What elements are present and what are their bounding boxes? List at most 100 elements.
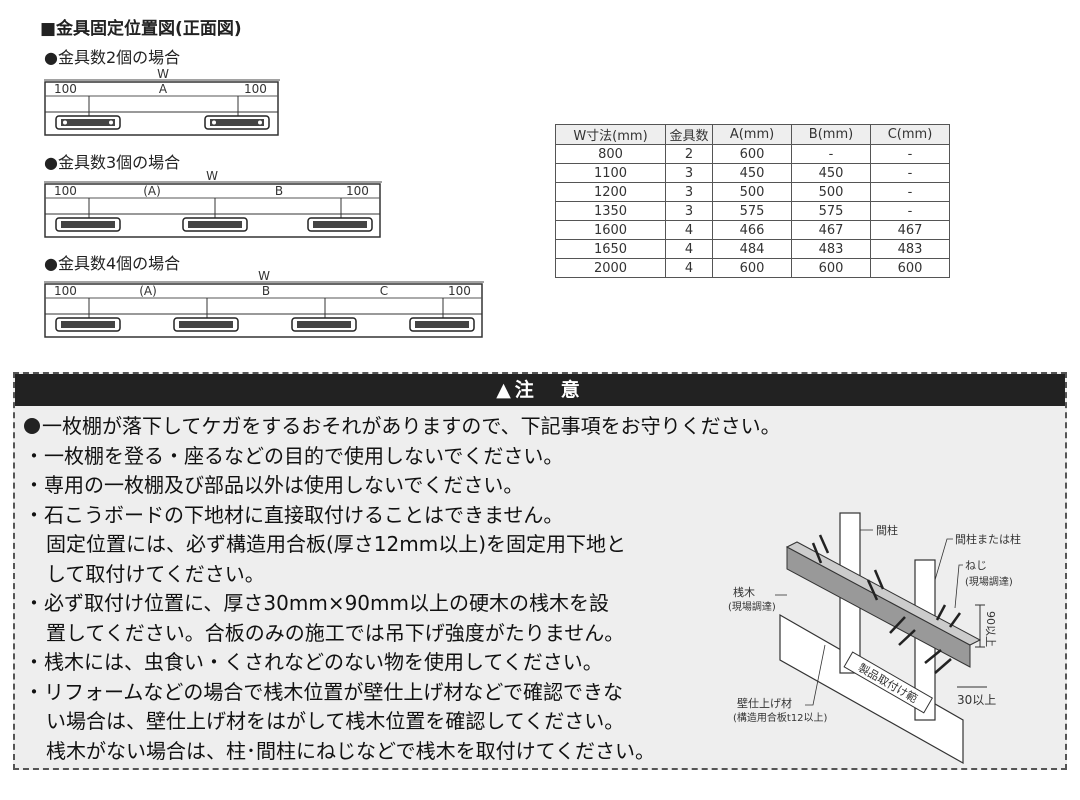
table-cell: 450 [712, 163, 792, 183]
bracket-icon [55, 115, 121, 130]
table-header: C(mm) [870, 124, 950, 145]
label-sangi: 桟木 [733, 585, 755, 599]
dim-right: 100 [448, 284, 471, 298]
table-row: 1200 3 500 500 - [555, 182, 950, 202]
caution-lead: 一枚棚が落下してケガをするおそれがありますので、下記事項をお守りください。 [24, 412, 781, 442]
dim-left: 100 [54, 82, 77, 96]
dim-90-label: 90以上 [984, 611, 997, 647]
table-cell: - [870, 201, 950, 221]
caution-line: ・一枚棚を登る・座るなどの目的で使用しないでください。 [24, 443, 564, 468]
table-header-row: W寸法(mm) 金具数 A(mm) B(mm) C(mm) [555, 124, 950, 145]
bracket-diagram-3: W 100 (A) B 100 [44, 169, 382, 238]
shelf-outline [44, 283, 483, 338]
page-title: ■金具固定位置図(正面図) [40, 19, 242, 39]
dim-b: B [262, 284, 270, 298]
dim-30-label: 30以上 [957, 693, 996, 707]
table-cell: 1100 [555, 163, 666, 183]
dim-a: A [159, 82, 168, 96]
table-cell: 3 [665, 201, 713, 221]
table-cell: 600 [712, 258, 792, 278]
bracket-icon [182, 217, 248, 232]
table-cell: 483 [791, 239, 871, 259]
table-cell: 1650 [555, 239, 666, 259]
label-mabashira: 間柱 [876, 523, 898, 537]
label-finish-note: (構造用合板t12以上) [733, 711, 828, 724]
diagram-3-heading: ●金具数3個の場合 [44, 153, 181, 172]
dim-b: B [275, 184, 283, 198]
diagram-2-heading: ●金具数2個の場合 [44, 48, 181, 67]
installation-illustration: 90以上 30以上 間柱 間柱または柱 ねじ (現場調達) 桟木 (現場調達) … [728, 512, 1021, 765]
table-cell: 500 [791, 182, 871, 202]
table-header: A(mm) [712, 124, 792, 145]
shelf-outline [44, 183, 381, 238]
bracket-icon [307, 217, 373, 232]
bracket-diagram-4: W 100 (A) B C 100 [44, 269, 484, 338]
table-cell: 575 [712, 201, 792, 221]
table-row: 1650 4 484 483 483 [555, 239, 950, 259]
bracket-diagram-2: W 100 A 100 [44, 67, 280, 136]
dim-right: 100 [346, 184, 369, 198]
table-cell: 467 [791, 220, 871, 240]
caution-box [13, 372, 1067, 770]
caution-line: して取付けてください。 [46, 561, 265, 586]
table-cell: - [791, 144, 871, 164]
caution-text: 一枚棚が落下してケガをするおそれがありますので、下記事項をお守りください。 ・一… [24, 412, 781, 766]
table-cell: 600 [791, 258, 871, 278]
table-row: 2000 4 600 600 600 [555, 258, 950, 278]
table-cell: 3 [665, 182, 713, 202]
label-neji: ねじ [965, 559, 987, 572]
shelf-outline [44, 81, 279, 136]
diagram-4-heading: ●金具数4個の場合 [44, 254, 181, 273]
caution-line: ・必ず取付け位置に、厚さ30mm×90mm以上の硬木の桟木を設 [24, 591, 609, 615]
table-cell: 4 [665, 258, 713, 278]
label-finish: 壁仕上げ材 [737, 696, 792, 710]
table-cell: 2000 [555, 258, 666, 278]
table-header: 金具数 [665, 124, 713, 145]
caution-line: 置してください。合板のみの施工では吊下げ強度がたりません。 [46, 620, 625, 645]
spec-table: W寸法(mm) 金具数 A(mm) B(mm) C(mm) 800 2 600 … [555, 124, 950, 278]
table-cell: 1350 [555, 201, 666, 221]
bullet-icon [24, 418, 40, 434]
bracket-icon [55, 217, 121, 232]
label-mabashira-or-hashira: 間柱または柱 [955, 532, 1021, 546]
w-label: W [258, 269, 270, 283]
label-sangi-note: (現場調達) [728, 600, 776, 613]
table-row: 1100 3 450 450 - [555, 163, 950, 183]
table-cell: 1200 [555, 182, 666, 202]
caution-line: ・専用の一枚棚及び部品以外は使用しないでください。 [24, 473, 524, 497]
screw-icon [811, 534, 962, 674]
label-neji-note: (現場調達) [965, 575, 1013, 588]
table-cell: 484 [712, 239, 792, 259]
caution-line: 桟木がない場合は、柱･間柱にねじなどで桟木を取付けてください。 [46, 738, 655, 763]
table-cell: 467 [870, 220, 950, 240]
caution-line: ・桟木には、虫食い・くされなどのない物を使用してください。 [24, 650, 603, 674]
caution-line: ・石こうボードの下地材に直接取付けることはできません。 [24, 502, 564, 527]
table-cell: 575 [791, 201, 871, 221]
table-cell: 4 [665, 239, 713, 259]
table-row: 800 2 600 - - [555, 144, 950, 164]
table-cell: 1600 [555, 220, 666, 240]
table-cell: 450 [791, 163, 871, 183]
dim-left: 100 [54, 284, 77, 298]
caution-line: い場合は、壁仕上げ材をはがして桟木位置を確認してください。 [46, 709, 625, 733]
dim-c: C [380, 284, 388, 298]
table-cell: - [870, 144, 950, 164]
dim-right: 100 [244, 82, 267, 96]
table-cell: 2 [665, 144, 713, 164]
caution-line: ・リフォームなどの場合で桟木位置が壁仕上げ材などで確認できな [24, 679, 623, 704]
caution-line: 固定位置には、必ず構造用合板(厚さ12mm以上)を固定用下地と [46, 532, 627, 556]
table-cell: 3 [665, 163, 713, 183]
bracket-icon [291, 317, 357, 332]
table-cell: 500 [712, 182, 792, 202]
table-cell: 800 [555, 144, 666, 164]
table-cell: - [870, 163, 950, 183]
table-row: 1350 3 575 575 - [555, 201, 950, 221]
table-row: 1600 4 466 467 467 [555, 220, 950, 240]
bracket-icon [204, 115, 270, 130]
table-cell: 600 [712, 144, 792, 164]
dim-a: (A) [143, 184, 161, 198]
table-cell: 466 [712, 220, 792, 240]
w-label: W [157, 67, 169, 81]
table-cell: 483 [870, 239, 950, 259]
w-label: W [206, 169, 218, 183]
